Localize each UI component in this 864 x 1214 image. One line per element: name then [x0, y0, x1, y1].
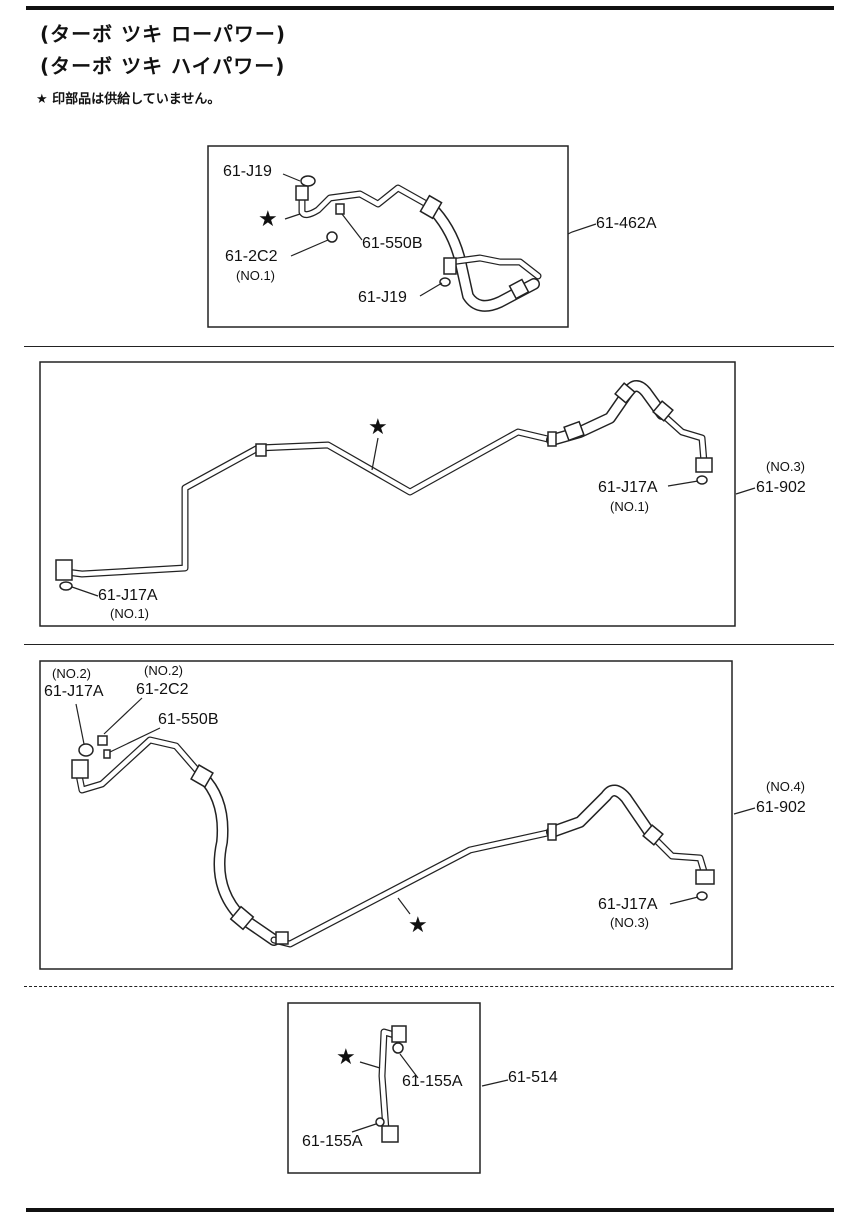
section2-frame — [39, 361, 736, 627]
star-marker-section3: ★ — [408, 912, 428, 937]
header-line-2: (ターボ ツキ ハイパワー) — [40, 54, 286, 78]
callout-61-155a-left: 61-155A — [302, 1133, 363, 1150]
callout-61-2c2-top: 61-2C2 — [136, 681, 189, 698]
section3-oring-right — [696, 891, 708, 901]
callout-61-2c2-no: (NO.1) — [236, 268, 275, 283]
section1-oring-j19-bottom — [439, 277, 451, 287]
section-divider-1 — [24, 346, 834, 347]
supply-note: ★ 印部品は供給していません。 — [36, 92, 221, 107]
part-no-section3: (NO.4) — [766, 779, 805, 794]
section4-oring-bottom — [375, 1117, 385, 1127]
section2-pipe-assembly — [55, 380, 713, 581]
star-marker-section1: ★ — [258, 206, 278, 231]
callout-61-j17a-right-section3: 61-J17A — [598, 896, 658, 913]
callout-61-550b-section3: 61-550B — [158, 711, 219, 728]
section4-oring-top — [392, 1042, 404, 1054]
callout-61-j17a-right: 61-J17A — [598, 479, 658, 496]
callout-61-2c2: 61-2C2 — [225, 248, 278, 265]
callout-61-2c2-top-no: (NO.2) — [144, 663, 183, 678]
part-label-61-902-no3: 61-902 — [756, 479, 806, 496]
callout-61-j19-top: 61-J19 — [223, 163, 272, 180]
callout-61-j17a-top-no: (NO.2) — [52, 666, 91, 681]
callout-61-j17a-left: 61-J17A — [98, 587, 158, 604]
section2-oring-right — [696, 475, 708, 485]
callout-61-155a-right: 61-155A — [402, 1073, 463, 1090]
star-marker-section2: ★ — [368, 414, 388, 439]
part-label-61-514: 61-514 — [508, 1069, 558, 1086]
star-marker-section4: ★ — [336, 1044, 356, 1069]
section4-frame — [287, 1002, 481, 1174]
section1-frame — [207, 145, 569, 328]
top-border — [26, 6, 834, 10]
part-label-61-462a: 61-462A — [596, 215, 657, 232]
part-no-section2: (NO.3) — [766, 459, 805, 474]
section3-frame — [39, 660, 733, 970]
bottom-border — [26, 1208, 834, 1212]
section1-pipe-assembly — [295, 184, 542, 312]
section4-pipe-assembly — [378, 1025, 407, 1143]
header-line-1: (ターボ ツキ ローパワー) — [40, 22, 287, 46]
section3-pipe-assembly — [71, 736, 715, 948]
section-divider-3 — [24, 986, 834, 987]
section-divider-2 — [24, 644, 834, 645]
callout-61-j17a-right-section3-no: (NO.3) — [610, 915, 649, 930]
section3-oring-top — [78, 743, 94, 757]
callout-61-j17a-top: 61-J17A — [44, 683, 104, 700]
section1-oring-j19-top — [300, 175, 316, 187]
section2-oring-left — [59, 581, 73, 591]
part-label-61-902-no4: 61-902 — [756, 799, 806, 816]
callout-61-j17a-right-no: (NO.1) — [610, 499, 649, 514]
section3-clip-550b — [103, 749, 111, 759]
callout-61-550b: 61-550B — [362, 235, 423, 252]
section1-seal-2c2 — [326, 231, 338, 243]
callout-61-j17a-left-no: (NO.1) — [110, 606, 149, 621]
section3-seal-2c2 — [97, 735, 108, 746]
callout-61-j19-bottom: 61-J19 — [358, 289, 407, 306]
